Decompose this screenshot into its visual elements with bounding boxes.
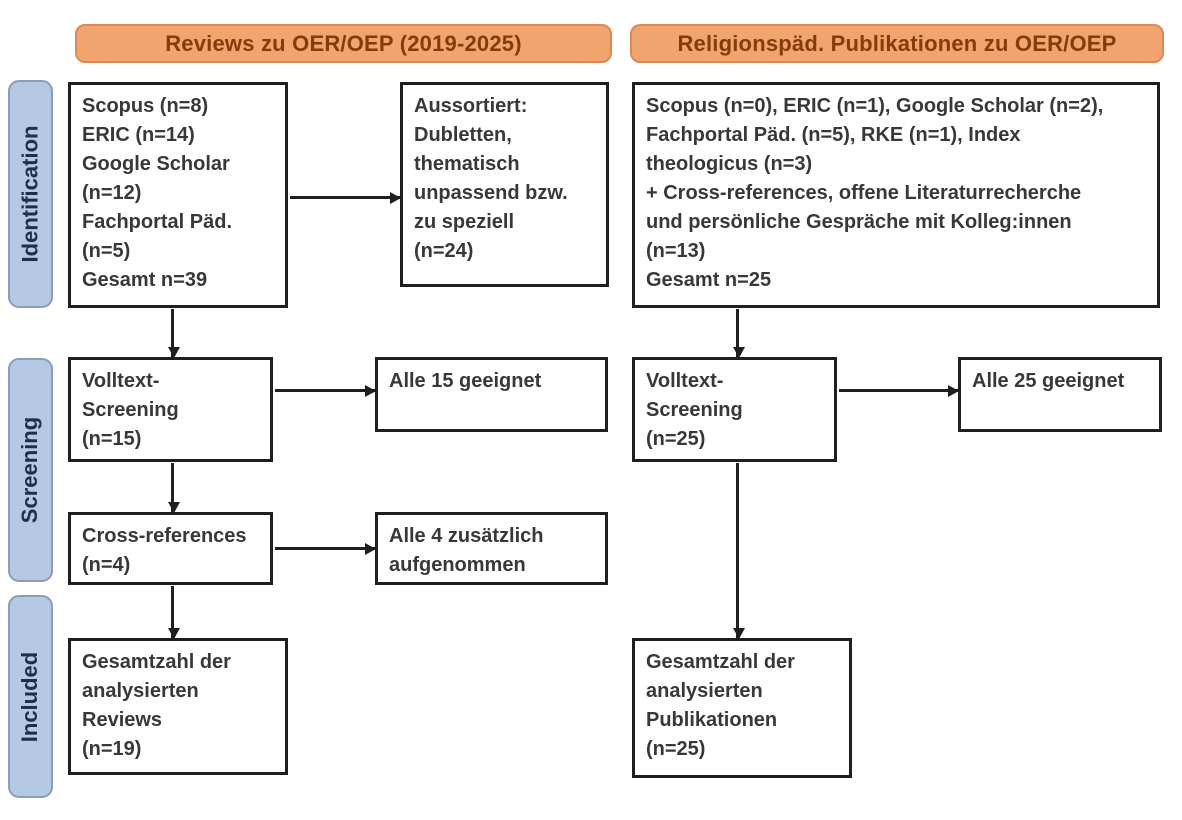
box-left-fulltext-screening: Volltext- Screening (n=15) <box>68 357 273 462</box>
stage-rail-included: Included <box>8 595 53 798</box>
arrow-left-crossref-to-result <box>275 543 376 555</box>
box-left-sources: Scopus (n=8) ERIC (n=14) Google Scholar … <box>68 82 288 308</box>
arrow-right-sources-to-screening <box>733 309 745 358</box>
box-right-fulltext-screening: Volltext- Screening (n=25) <box>632 357 837 462</box>
box-left-excluded: Aussortiert: Dubletten, thematisch unpas… <box>400 82 609 287</box>
arrow-left-sources-to-screening <box>168 309 180 358</box>
stage-rail-screening: Screening <box>8 358 53 582</box>
box-left-cross-references: Cross-references (n=4) <box>68 512 273 585</box>
column-header-reviews: Reviews zu OER/OEP (2019-2025) <box>75 24 612 63</box>
arrow-right-screening-to-result <box>839 385 959 397</box>
arrow-left-screening-to-crossref <box>168 463 180 513</box>
arrow-left-sources-to-excluded <box>290 192 401 204</box>
box-right-sources: Scopus (n=0), ERIC (n=1), Google Scholar… <box>632 82 1160 308</box>
box-left-included-total: Gesamtzahl der analysierten Reviews (n=1… <box>68 638 288 775</box>
box-right-fulltext-result: Alle 25 geeignet <box>958 357 1162 432</box>
column-header-religionspaed: Religionspäd. Publikationen zu OER/OEP <box>630 24 1164 63</box>
box-right-included-total: Gesamtzahl der analysierten Publikatione… <box>632 638 852 778</box>
arrow-left-crossref-to-total <box>168 586 180 639</box>
box-left-fulltext-result: Alle 15 geeignet <box>375 357 608 432</box>
arrow-right-screening-to-total <box>733 463 745 639</box>
box-left-cross-references-result: Alle 4 zusätzlich aufgenommen <box>375 512 608 585</box>
arrow-left-screening-to-result <box>275 385 376 397</box>
stage-label-included: Included <box>17 651 43 742</box>
stage-rail-identification: Identification <box>8 80 53 308</box>
stage-label-identification: Identification <box>17 125 43 263</box>
stage-label-screening: Screening <box>17 416 43 524</box>
